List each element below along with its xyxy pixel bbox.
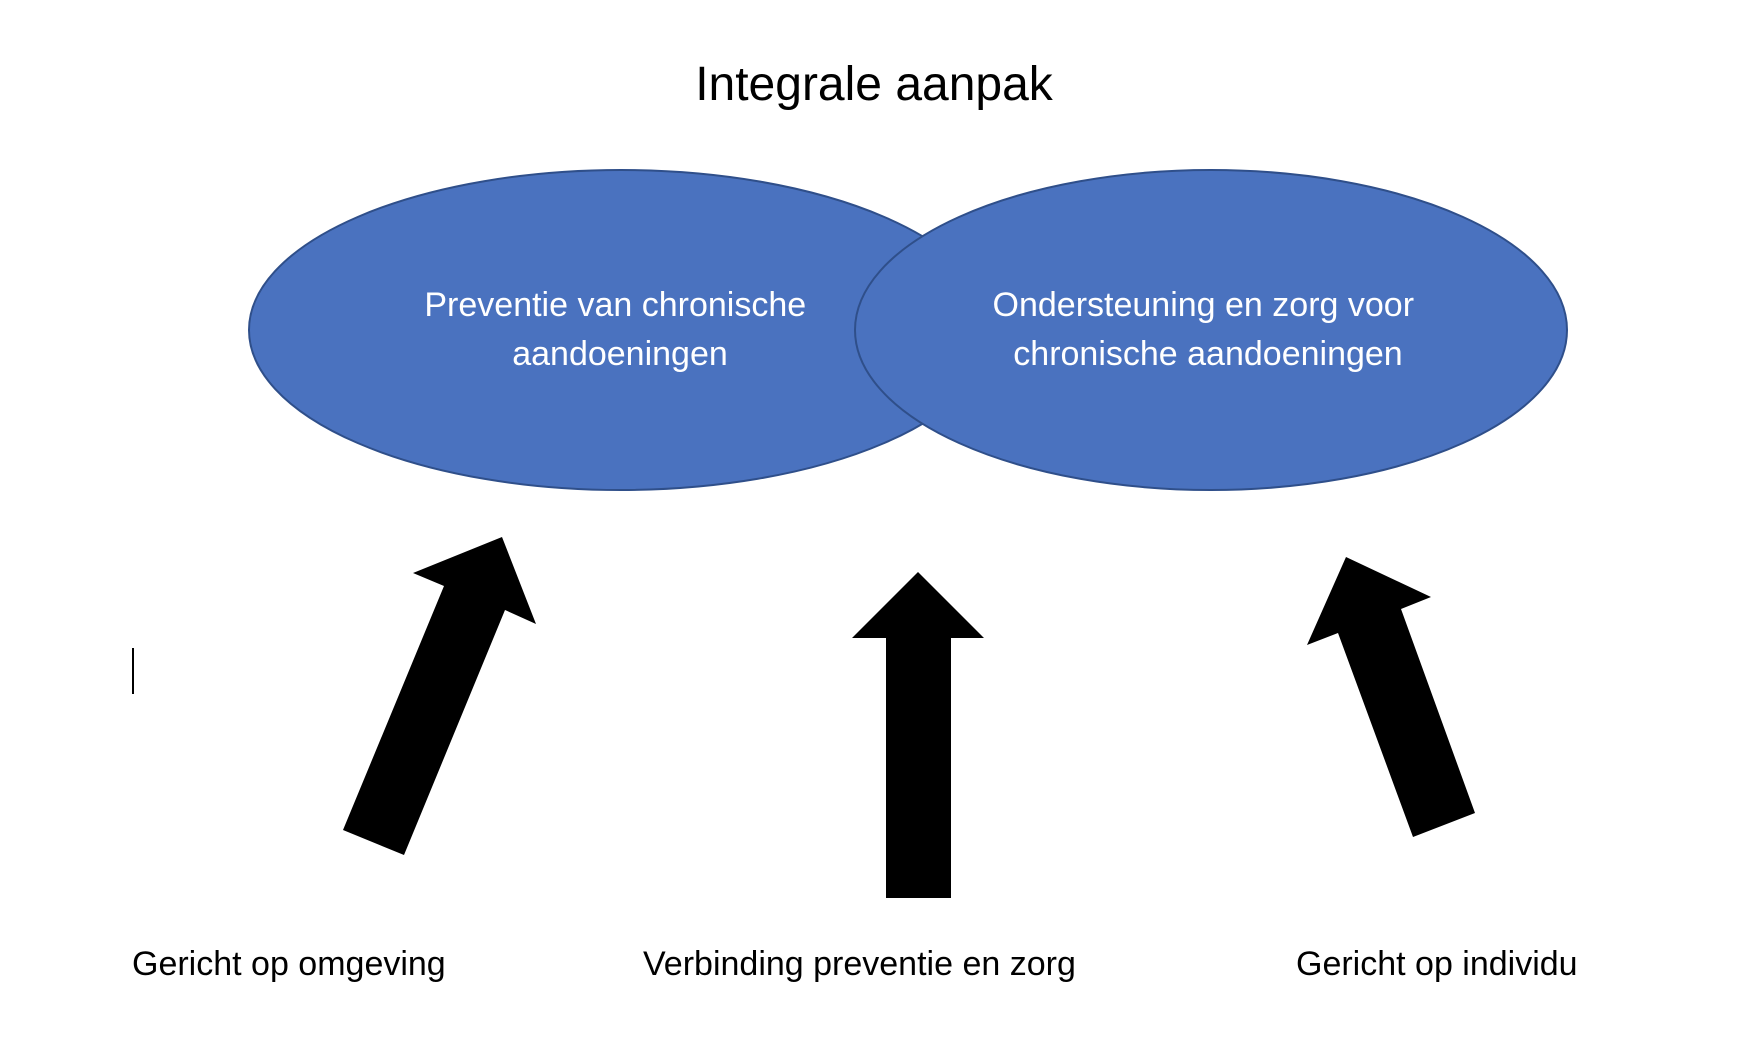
ellipse-prevention-label: Preventie van chronische aandoeningen — [424, 286, 815, 373]
arrow-environment — [343, 537, 536, 855]
label-environment: Gericht op omgeving — [132, 945, 446, 983]
label-individual: Gericht op individu — [1296, 945, 1578, 983]
ellipse-care-line-1: Ondersteuning en zorg voor — [993, 286, 1414, 324]
arrow-individual — [1307, 557, 1475, 837]
ellipse-care-label: Ondersteuning en zorg voor chronische aa… — [993, 286, 1424, 373]
diagram-title: Integrale aanpak — [695, 58, 1054, 111]
label-connection: Verbinding preventie en zorg — [643, 945, 1076, 983]
arrow-connection — [852, 572, 984, 898]
ellipse-care-line-2: chronische aandoeningen — [1013, 335, 1402, 373]
ellipse-prevention-line-2: aandoeningen — [512, 335, 728, 373]
ellipse-care — [854, 169, 1568, 491]
ellipse-prevention-line-1: Preventie van chronische — [424, 286, 806, 324]
